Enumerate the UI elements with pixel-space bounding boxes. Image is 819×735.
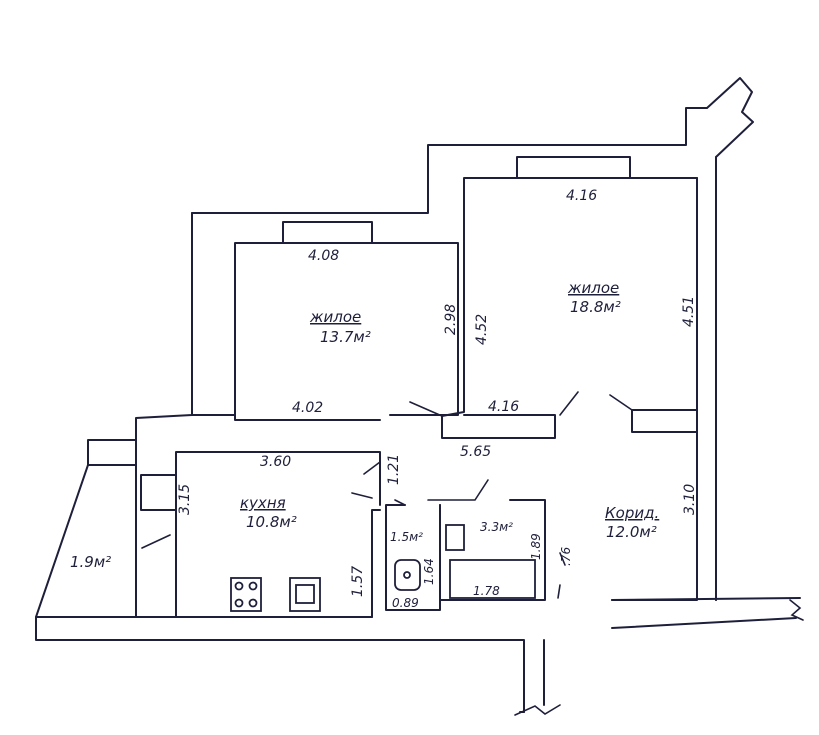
wall-top-left <box>191 77 754 601</box>
living1-area: 13.7м² <box>320 328 371 346</box>
corridor-name: Корид. <box>605 504 659 522</box>
dim-bath-width: 1.78 <box>473 584 500 598</box>
dim-wc-width: 0.89 <box>392 596 419 610</box>
balcony-area: 1.9м² <box>70 553 111 571</box>
living2-name: жилое <box>567 279 619 297</box>
dimension-labels: 4.08 4.02 2.98 4.16 4.52 4.51 4.16 5.65 … <box>177 188 698 610</box>
room-living1 <box>234 242 459 421</box>
dim-living1-bottom: 4.02 <box>292 400 323 416</box>
living1-name: жилое <box>309 308 361 326</box>
dim-kitchen-right: 1.57 <box>350 566 366 597</box>
bath-area: 3.3м² <box>480 520 513 534</box>
dim-living2-bottom: 4.16 <box>488 399 519 415</box>
corridor-area: 12.0м² <box>606 523 657 541</box>
dim-living2-right: 4.51 <box>681 296 697 327</box>
bottom-break <box>514 704 561 716</box>
toilet <box>394 559 421 591</box>
living2-area: 18.8м² <box>570 298 621 316</box>
sink <box>289 577 321 612</box>
washbasin <box>445 524 465 551</box>
window-kitchen <box>140 474 177 511</box>
stove-burner-1 <box>234 581 244 591</box>
room-corridor <box>557 552 566 599</box>
dim-hall-width: 5.65 <box>460 444 491 460</box>
room-labels: жилое 13.7м² жилое 18.8м² кухня 10.8м² К… <box>70 279 659 571</box>
dim-partition-1: 1.21 <box>386 454 402 485</box>
wall-bottom-right <box>611 597 801 629</box>
room-kitchen <box>135 439 381 618</box>
stove-burner-2 <box>248 581 258 591</box>
window-living2 <box>516 156 631 179</box>
dim-living2-top: 4.16 <box>566 188 597 204</box>
dim-side: .76 <box>559 547 573 566</box>
right-break <box>789 599 804 621</box>
wc-area: 1.5м² <box>390 530 423 544</box>
stove-burner-4 <box>248 598 258 608</box>
outer-walls <box>35 77 804 716</box>
room-wc-bath <box>385 479 546 611</box>
dim-bath-height: 1.89 <box>529 533 543 560</box>
kitchen-area: 10.8м² <box>246 513 297 531</box>
stove-burner-3 <box>234 598 244 608</box>
dim-living1-top: 4.08 <box>308 248 339 264</box>
dim-living1-right: 2.98 <box>443 304 459 335</box>
dim-kitchen-top: 3.60 <box>260 454 291 470</box>
wall-right-inner <box>611 177 698 601</box>
stove <box>230 577 262 612</box>
dim-corridor-depth: 3.10 <box>682 484 698 515</box>
dim-wc-height: 1.64 <box>422 558 436 585</box>
dim-living2-left: 4.52 <box>474 314 490 345</box>
wall-bottom-inner <box>35 616 545 713</box>
window-living1 <box>282 221 373 244</box>
room-living2 <box>409 177 698 439</box>
kitchen-name: кухня <box>240 494 286 512</box>
bathtub <box>449 559 536 599</box>
dim-kitchen-left: 3.15 <box>177 484 193 515</box>
